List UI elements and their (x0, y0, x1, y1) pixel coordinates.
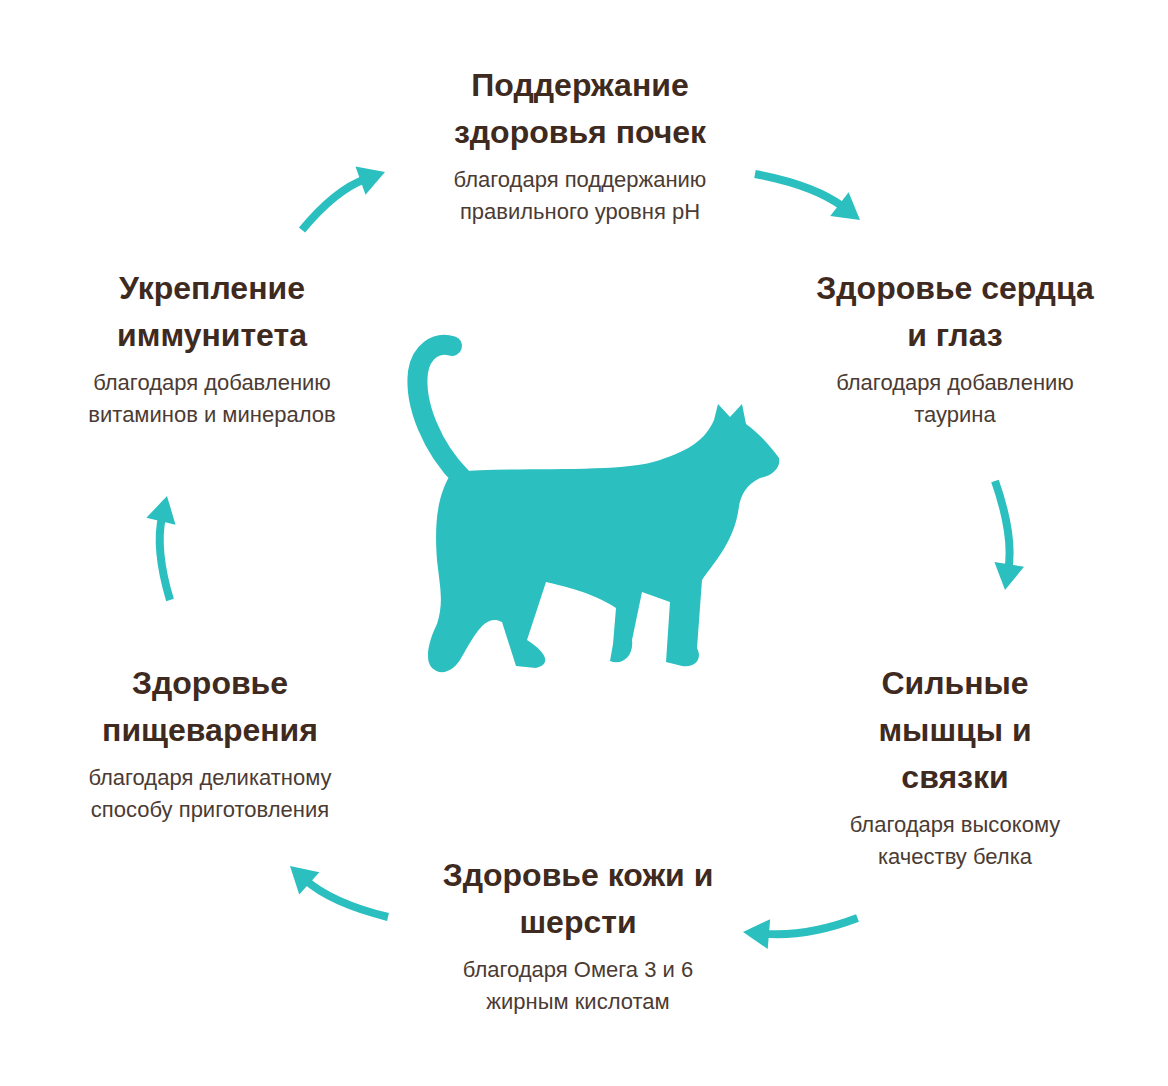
benefit-heading: Укрепление иммунитета (72, 265, 352, 359)
benefit-block: Укрепление иммунитета благодаря добавлени… (72, 265, 352, 431)
benefit-block: Здоровье кожи и шерсти благодаря Омега 3 … (438, 852, 718, 1018)
benefit-block: Сильные мышцы и связки благодаря высокому… (823, 660, 1088, 873)
benefit-description: благодаря деликатному способу приготовле… (70, 762, 350, 826)
benefit-block: Здоровье сердца и глаз благодаря добавлен… (815, 265, 1095, 431)
cycle-arrow (146, 496, 175, 600)
benefit-block: Здоровье пищеварения благодаря деликатном… (70, 660, 350, 826)
benefit-heading: Здоровье пищеварения (70, 660, 350, 754)
benefit-description: благодаря поддержанию правильного уровня… (415, 164, 745, 228)
cat-tail (417, 345, 462, 478)
arrow-line (305, 879, 388, 917)
arrow-head (743, 919, 770, 949)
arrow-head (355, 167, 385, 195)
benefit-description: благодаря Омега 3 и 6 жирным кислотам (438, 954, 718, 1018)
arrow-line (755, 174, 844, 208)
cat-body (428, 404, 779, 672)
benefit-heading: Сильные мышцы и связки (823, 660, 1088, 801)
benefit-description: благодаря добавлению витаминов и минерал… (72, 367, 352, 431)
arrow-head (994, 562, 1024, 590)
benefit-block: Поддержание здоровья почек благодаря подд… (415, 62, 745, 228)
arrow-head (290, 866, 319, 895)
benefit-description: благодаря добавлению таурина (815, 367, 1095, 431)
benefit-heading: Поддержание здоровья почек (415, 62, 745, 156)
arrow-line (995, 481, 1010, 570)
arrow-line (763, 918, 858, 934)
benefit-description: благодаря высокому качеству белка (823, 809, 1088, 873)
cycle-arrow (290, 866, 388, 917)
cycle-arrow (994, 481, 1024, 590)
benefit-heading: Здоровье кожи и шерсти (438, 852, 718, 946)
benefit-heading: Здоровье сердца и глаз (815, 265, 1095, 359)
arrow-head (146, 496, 175, 525)
cycle-arrow (755, 174, 860, 220)
arrow-line (160, 515, 170, 600)
cycle-arrow (743, 918, 858, 949)
cycle-arrow (302, 167, 385, 230)
arrow-head (830, 192, 860, 220)
arrow-line (302, 179, 366, 230)
